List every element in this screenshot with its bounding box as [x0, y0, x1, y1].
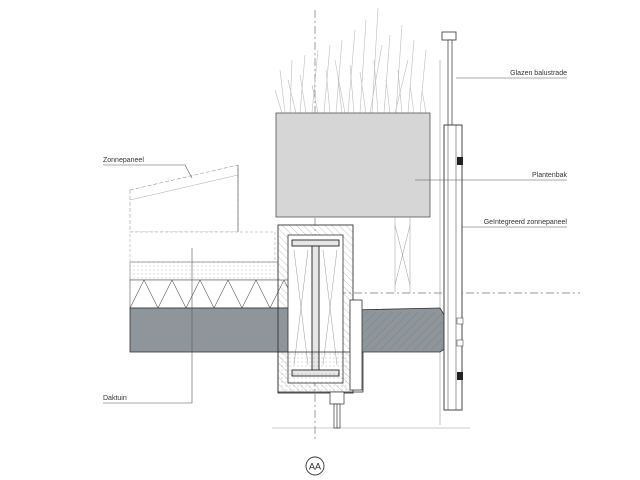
label-geintegreerd-zonnepaneel: Geïntegreerd zonnepaneel [484, 219, 568, 226]
beam-insulation [293, 249, 338, 366]
roof-drainage-layer [129, 261, 279, 281]
planter-supports [394, 217, 411, 293]
integrated-solar-panel [443, 124, 464, 411]
roof-solar-panel [129, 164, 239, 233]
window-frame [329, 391, 345, 429]
balcony-slab-hatch [362, 312, 442, 350]
label-zonnepaneel: Zonnepaneel [103, 157, 144, 164]
glass-balustrade [441, 31, 457, 126]
roof-substrate-layer [129, 231, 276, 263]
leader-lines [103, 77, 567, 404]
beam-bottom-block [277, 351, 364, 393]
roof-insulation-layer [129, 279, 301, 309]
label-glazen-balustrade: Glazen balustrade [510, 70, 567, 77]
thermal-break [349, 299, 363, 391]
label-daktuin: Daktuin [103, 395, 127, 402]
concrete-roof-slab [129, 307, 306, 353]
label-plantenbak: Plantenbak [532, 172, 568, 179]
grass-plants [274, 7, 427, 114]
leader-daktuin [103, 248, 193, 404]
section-tag-circle [305, 456, 325, 476]
section-tag: AA [309, 462, 321, 472]
leader-zonnepaneel [103, 164, 193, 179]
planter-box [275, 112, 431, 218]
